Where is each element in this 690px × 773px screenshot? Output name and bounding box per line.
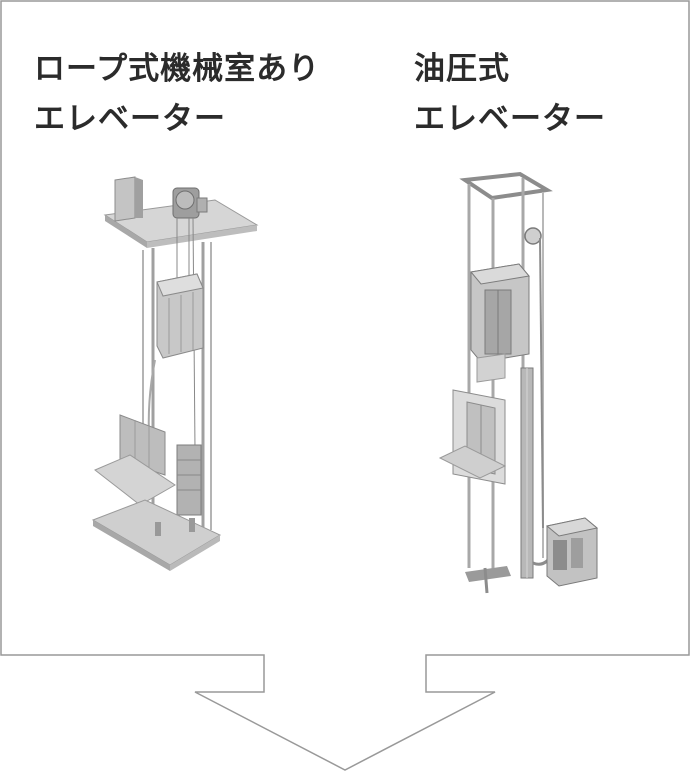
rope-elevator-title: ロープ式機械室あり エレベーター [34,44,320,144]
hydraulic-elevator-illustration-icon [438,171,599,594]
hydraulic-title-line2: エレベーター [414,101,606,137]
hydraulic-elevator-title: 油圧式 エレベーター [414,44,606,144]
rope-elevator-illustration-icon [91,176,259,571]
rope-title-line2: エレベーター [34,101,226,137]
hydraulic-title-line1: 油圧式 [414,51,510,87]
rope-title-line1: ロープ式機械室あり [34,51,321,87]
